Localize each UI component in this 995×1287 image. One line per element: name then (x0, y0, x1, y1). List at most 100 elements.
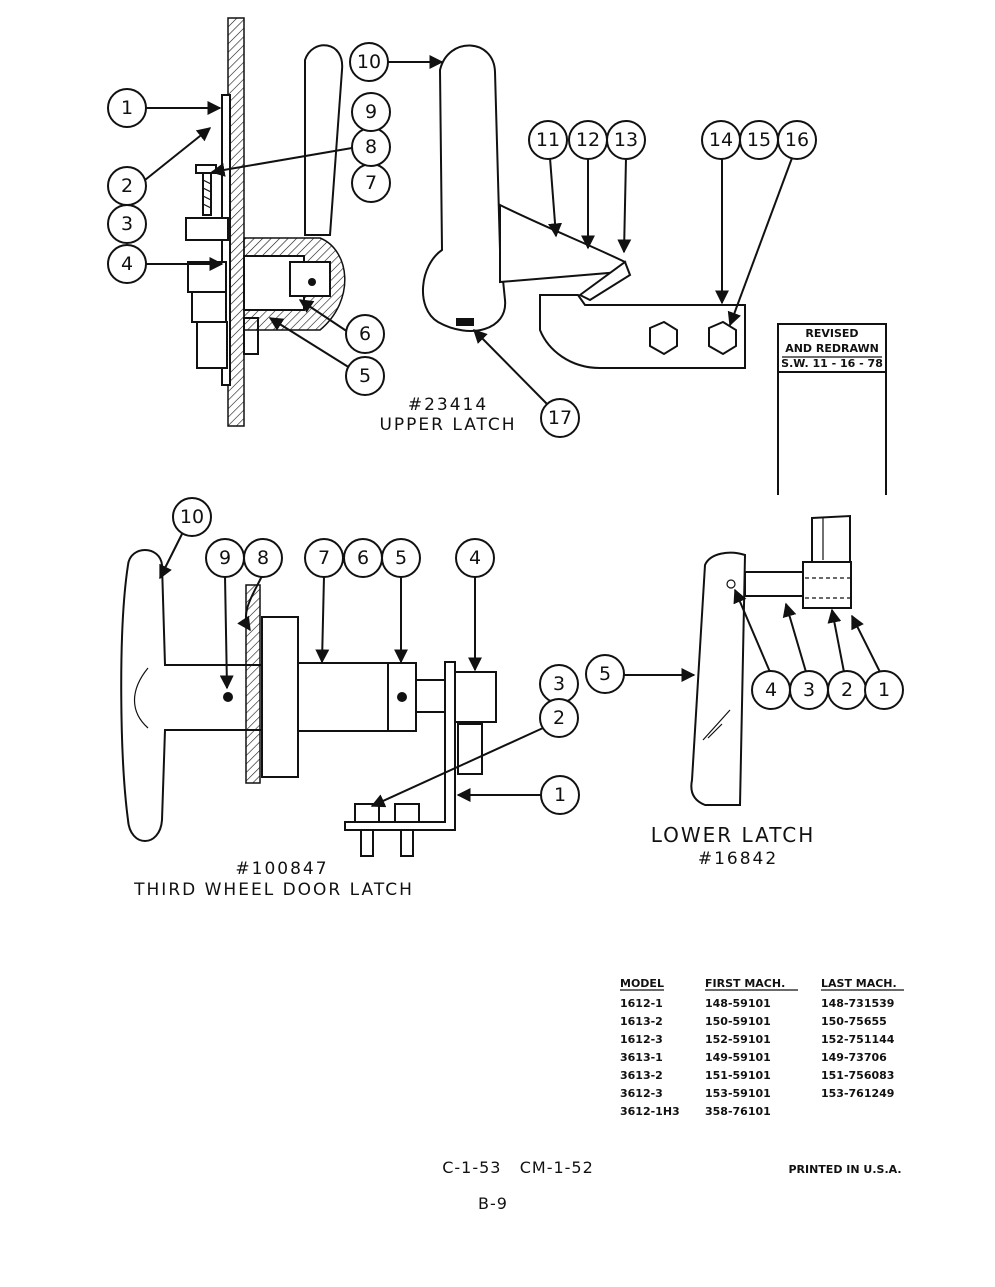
svg-text:152-59101: 152-59101 (705, 1033, 771, 1046)
callout-tw-6-label: 6 (357, 547, 369, 569)
callout-tw-5-label: 5 (395, 547, 407, 569)
callout-upper-13-label: 13 (614, 129, 638, 151)
upper-latch-part-number: #23414 (408, 395, 488, 415)
lower-latch-drawing (690, 514, 852, 806)
lower-cam (802, 561, 852, 609)
third-wheel-title: THIRD WHEEL DOOR LATCH (133, 880, 414, 900)
callout-tw-7-label: 7 (318, 547, 330, 569)
callout-upper-16 (777, 120, 817, 160)
upper-latch-front-view (422, 44, 746, 369)
bolt-1 (360, 829, 374, 857)
callout-upper-17-label: 17 (548, 407, 572, 429)
hook-tip (578, 260, 632, 302)
door-panel-section (245, 584, 261, 784)
callout-lower-5 (585, 654, 625, 694)
callout-lower-3-label: 3 (803, 679, 815, 701)
callout-upper-6 (345, 314, 385, 354)
upper-latch-callouts: 1 2 3 4 5 6 7 8 9 10 11 12 13 (107, 42, 817, 438)
callout-upper-10-label: 10 (357, 51, 381, 73)
callout-upper-14-label: 14 (709, 129, 733, 151)
lower-latch-part-number: #16842 (698, 849, 778, 869)
callout-lower-1-label: 1 (878, 679, 890, 701)
svg-text:153-59101: 153-59101 (705, 1087, 771, 1100)
table-row: 1612-1 148-59101 148-731539 (620, 997, 894, 1010)
third-wheel-callouts: 10 9 8 7 6 5 4 3 2 1 (159, 497, 580, 815)
callout-upper-4-label: 4 (121, 253, 133, 275)
callout-tw-5 (381, 538, 421, 578)
callout-tw-1 (540, 775, 580, 815)
base-block (196, 321, 228, 369)
callout-upper-5-label: 5 (359, 365, 371, 387)
handle-pivot (726, 579, 736, 589)
third-wheel-latch-drawing (120, 549, 497, 857)
third-wheel-part-number: #100847 (235, 859, 328, 879)
callout-tw-8-label: 8 (257, 547, 269, 569)
callout-upper-13 (606, 120, 646, 160)
table-row: 1612-3 152-59101 152-751144 (620, 1033, 895, 1046)
revision-line-1: REVISED (805, 327, 858, 340)
revision-line-3: S.W. 11 - 16 - 78 (781, 357, 883, 370)
svg-text:3613-2: 3613-2 (620, 1069, 663, 1082)
set-screw (308, 278, 316, 286)
callout-upper-2-label: 2 (121, 175, 133, 197)
table-header-first-mach: FIRST MACH. (705, 977, 785, 990)
handle-upright (304, 44, 344, 236)
escutcheon (261, 616, 299, 778)
callout-tw-4 (455, 538, 495, 578)
table-row: 3612-3 153-59101 153-761249 (620, 1087, 894, 1100)
callout-upper-1-label: 1 (121, 97, 133, 119)
upper-handle (422, 44, 507, 332)
callout-tw-2-label: 2 (553, 707, 565, 729)
svg-text:1612-3: 1612-3 (620, 1033, 663, 1046)
hex-nut-1 (354, 803, 380, 823)
hex-nut-2 (394, 803, 420, 823)
lower-latch-title: LOWER LATCH (651, 823, 816, 847)
svg-text:149-59101: 149-59101 (705, 1051, 771, 1064)
callout-lower-2-label: 2 (841, 679, 853, 701)
footer-codes: C-1-53 CM-1-52 (442, 1158, 594, 1177)
callout-tw-4-label: 4 (469, 547, 481, 569)
table-row: 3613-1 149-59101 149-73706 (620, 1051, 887, 1064)
callout-upper-9-label: 9 (365, 101, 377, 123)
callout-upper-15-label: 15 (747, 129, 771, 151)
lower-handle (690, 551, 747, 806)
lower-latch-callouts: 5 4 3 2 1 (585, 588, 904, 710)
bracket-block (185, 217, 229, 241)
svg-text:358-76101: 358-76101 (705, 1105, 771, 1118)
callout-tw-1-label: 1 (554, 784, 566, 806)
svg-text:150-75655: 150-75655 (821, 1015, 887, 1028)
callout-tw-10 (172, 497, 212, 537)
table-header-last-mach: LAST MACH. (821, 977, 897, 990)
callout-upper-16-label: 16 (785, 129, 809, 151)
callout-upper-8-label: 8 (365, 136, 377, 158)
callout-upper-3 (107, 204, 147, 244)
svg-text:1612-1: 1612-1 (620, 997, 663, 1010)
collar-pin (397, 692, 407, 702)
callout-tw-10-label: 10 (180, 506, 204, 528)
svg-text:148-731539: 148-731539 (821, 997, 894, 1010)
footer-printed: PRINTED IN U.S.A. (788, 1163, 901, 1176)
table-row: 3613-2 151-59101 151-756083 (620, 1069, 894, 1082)
hex-bolt-2 (708, 320, 737, 356)
svg-text:1613-2: 1613-2 (620, 1015, 663, 1028)
table-row: 1613-2 150-59101 150-75655 (620, 1015, 887, 1028)
callout-upper-11-label: 11 (536, 129, 560, 151)
revision-line-2: AND REDRAWN (785, 342, 879, 355)
revision-box: REVISED AND REDRAWN S.W. 11 - 16 - 78 (777, 323, 887, 495)
svg-text:148-59101: 148-59101 (705, 997, 771, 1010)
callout-upper-1 (107, 88, 147, 128)
callout-upper-6-label: 6 (359, 323, 371, 345)
model-table: MODEL FIRST MACH. LAST MACH. 1612-1 148-… (620, 977, 904, 1118)
callout-upper-5 (345, 356, 385, 396)
svg-text:149-73706: 149-73706 (821, 1051, 887, 1064)
bolt-block (187, 261, 227, 293)
callout-upper-3-label: 3 (121, 213, 133, 235)
callout-upper-9 (351, 92, 391, 132)
callout-tw-8 (243, 538, 283, 578)
table-header-model: MODEL (620, 977, 664, 990)
cam-arm (499, 203, 627, 284)
callout-upper-7-label: 7 (365, 172, 377, 194)
cam (453, 671, 497, 723)
callout-upper-4 (107, 244, 147, 284)
svg-text:151-756083: 151-756083 (821, 1069, 894, 1082)
